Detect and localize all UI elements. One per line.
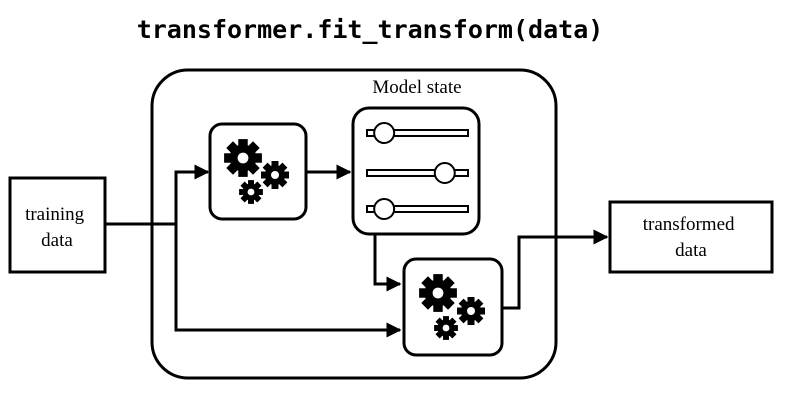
training-data-box (8, 176, 107, 274)
training-data-label: training data (25, 204, 89, 251)
data-flow-wires (105, 164, 609, 338)
fit-step-box (208, 122, 308, 221)
slider-track-3 (366, 205, 469, 213)
transformed-data-label-line-1: transformed (643, 214, 735, 235)
model-state-label: Model state (372, 77, 461, 98)
transformed-data-box (608, 200, 774, 274)
transform-step-box (402, 257, 504, 357)
slider-track-1 (366, 129, 469, 137)
training-data-label-line-1: training (25, 204, 85, 225)
transformed-data-label: transformed data (643, 214, 740, 261)
transformed-data-label-line-2: data (675, 240, 707, 261)
slider-knob-2 (433, 162, 456, 184)
model-state-sliders (366, 122, 469, 220)
slider-track-2 (366, 169, 469, 177)
diagram-title: transformer.fit_transform(data) (137, 15, 604, 44)
slider-knob-3 (373, 198, 396, 220)
training-data-label-line-2: data (41, 230, 73, 251)
slider-knob-1 (373, 122, 396, 144)
